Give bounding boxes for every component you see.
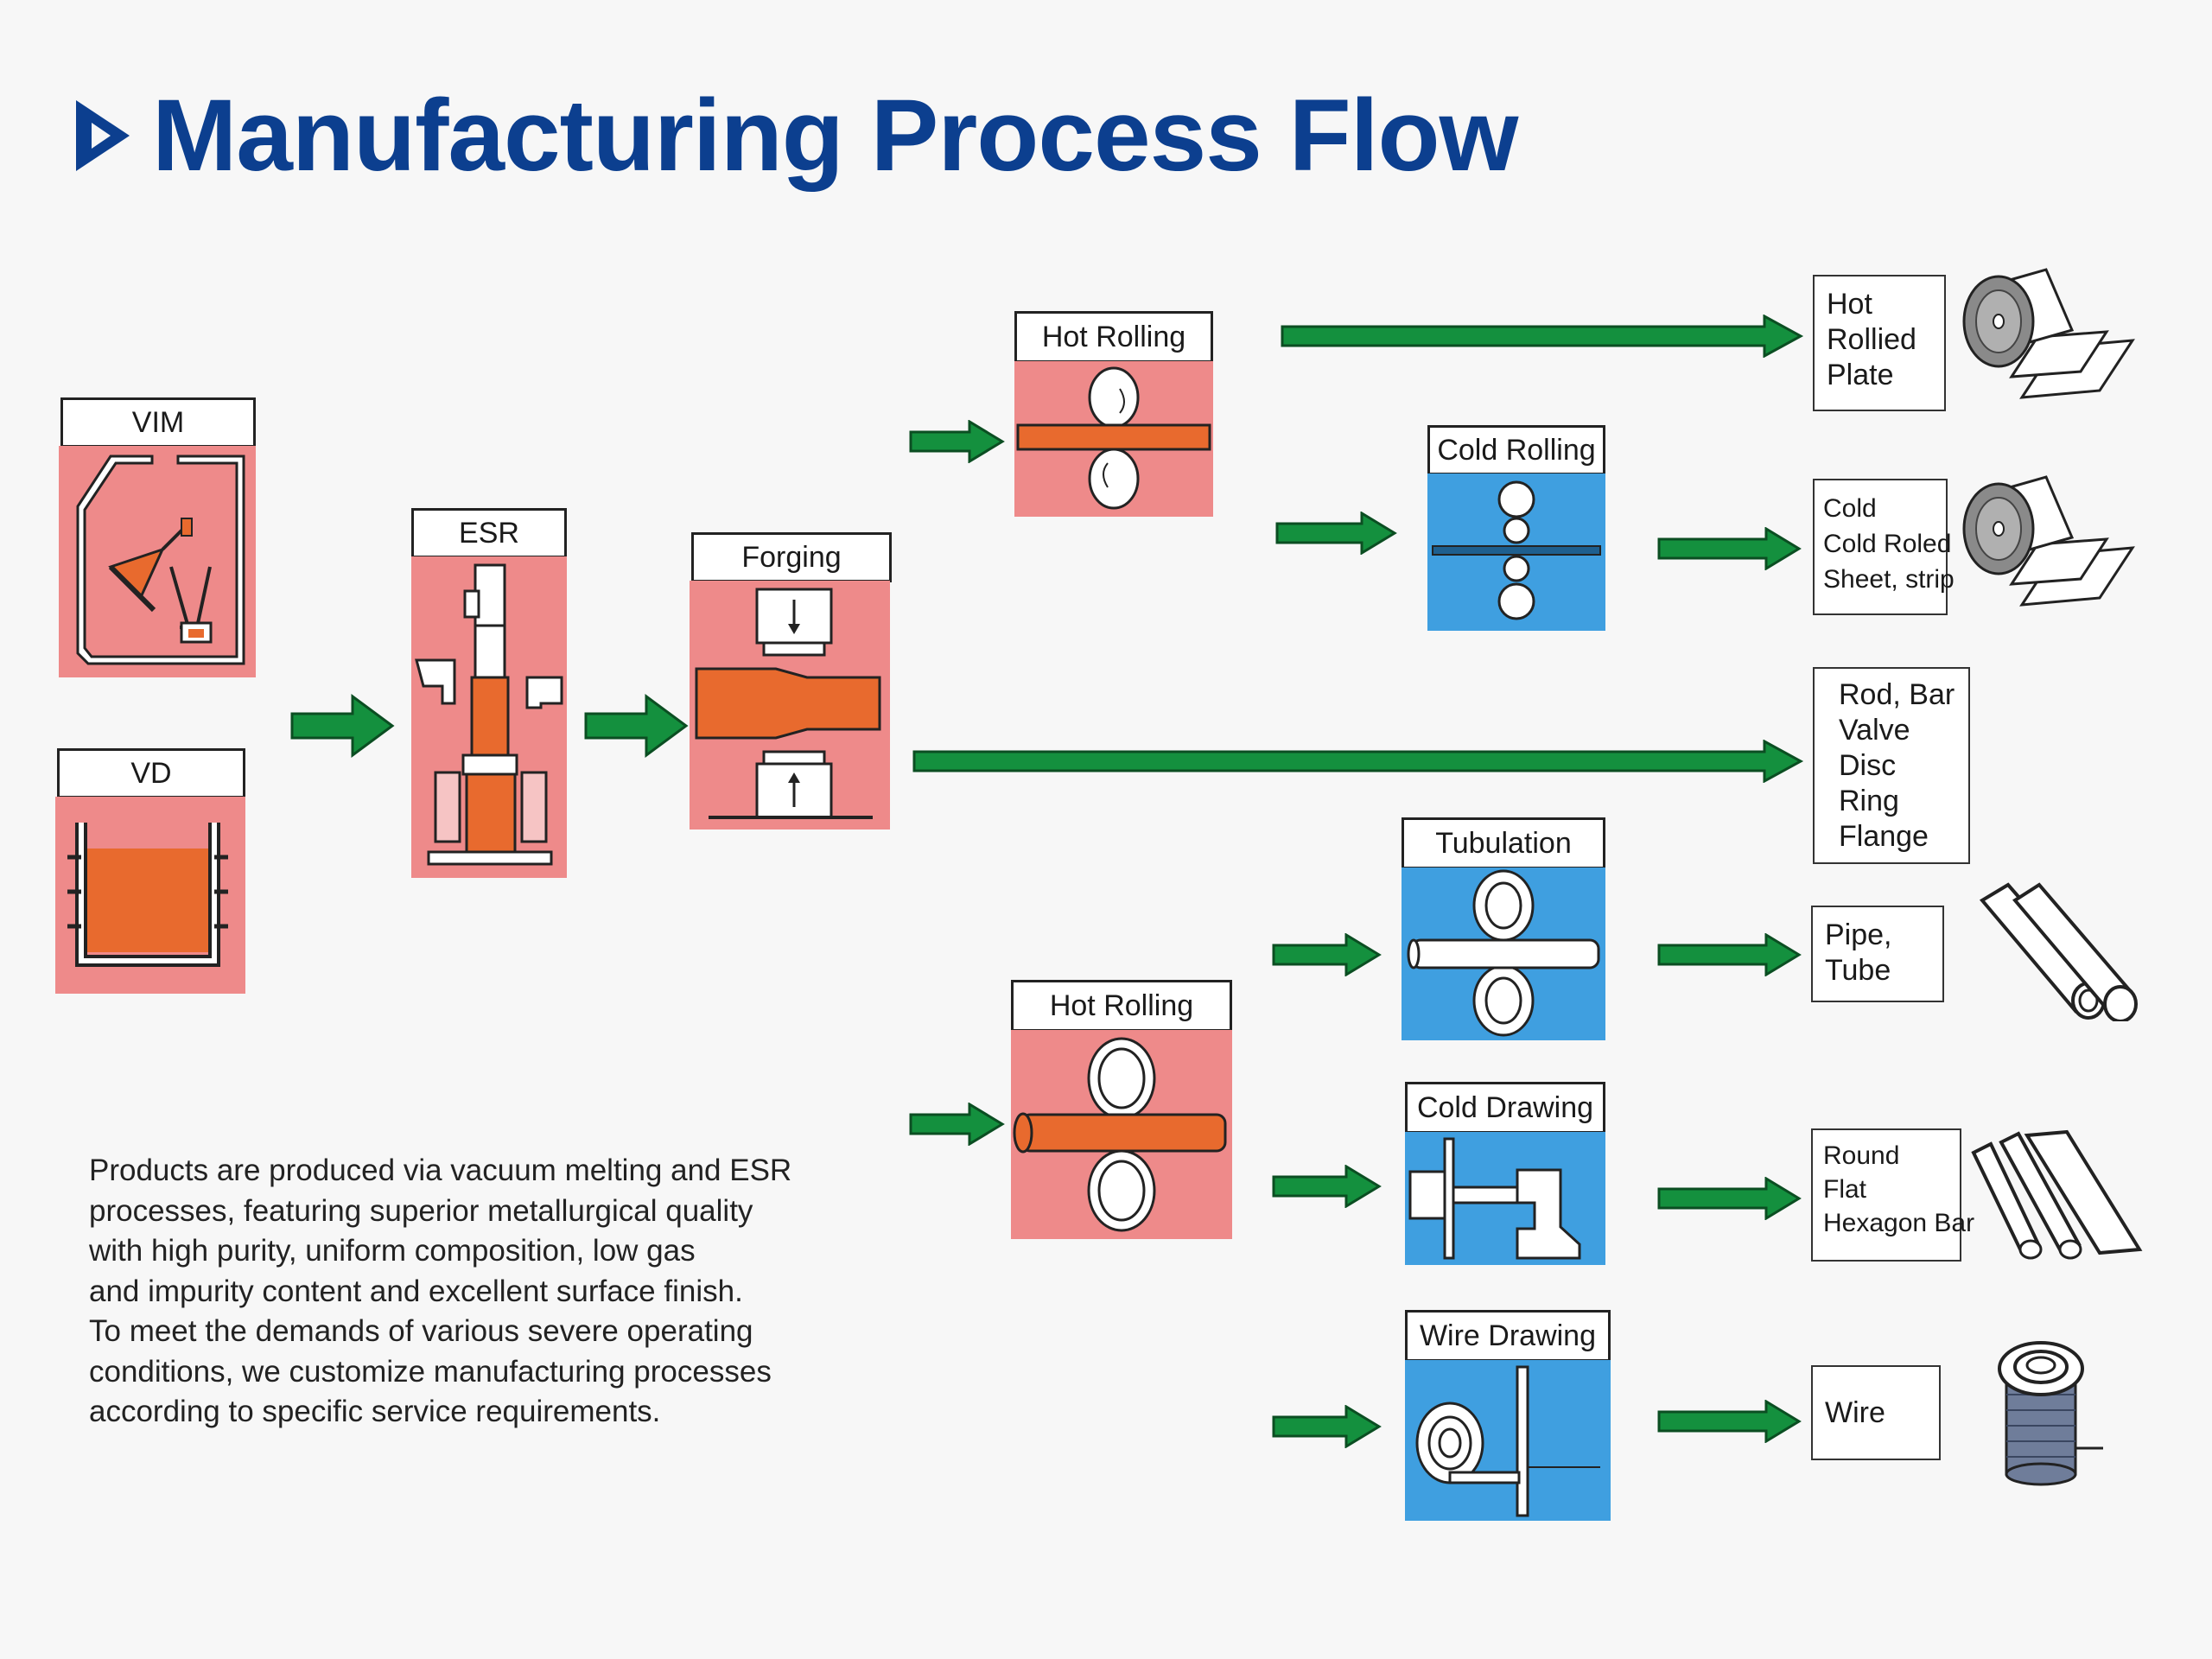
title-text: Manufacturing Process Flow [152, 79, 1518, 193]
arrow-right-icon [1657, 1400, 1802, 1443]
process-label-tubulation: Tubulation [1402, 817, 1605, 869]
description-paragraph: Products are produced via vacuum melting… [89, 1151, 884, 1433]
cold-drawing-illustration [1408, 1137, 1581, 1260]
tubulation-illustration [1407, 869, 1600, 1037]
process-label-hot-rolling-top: Hot Rolling [1014, 311, 1213, 363]
esr-panel [411, 556, 567, 878]
description-line: Products are produced via vacuum melting… [89, 1154, 792, 1187]
product-line: Rod, Bar [1839, 678, 1955, 711]
arrow-right-icon [584, 694, 689, 758]
process-label-vim: VIM [60, 397, 256, 448]
process-label-forging: Forging [691, 532, 892, 582]
process-label-vd: VD [57, 748, 245, 798]
product-line: Cold [1823, 494, 1877, 523]
product-box-rod: Rod, Bar Valve Disc Ring Flange [1813, 667, 1970, 864]
product-line: Round [1823, 1141, 1900, 1170]
product-line: Flange [1839, 820, 1929, 853]
hot-rolling-top-illustration [1016, 366, 1211, 510]
arrow-right-icon [1657, 1177, 1802, 1220]
product-line: Wire [1825, 1395, 1885, 1429]
tubulation-panel [1402, 868, 1605, 1040]
product-line: Valve [1839, 714, 1910, 747]
forging-illustration [695, 588, 881, 819]
arrow-right-icon [909, 420, 1005, 463]
product-line: Cold Roled [1823, 530, 1952, 558]
description-line: To meet the demands of various severe op… [89, 1314, 753, 1348]
arrow-right-icon [1657, 933, 1802, 976]
pipe-icon [1979, 882, 2138, 1021]
arrow-right-icon [290, 694, 395, 758]
cold-drawing-panel [1405, 1132, 1605, 1265]
product-line: Sheet, strip [1823, 565, 1955, 594]
description-line: processes, featuring superior metallurgi… [89, 1193, 753, 1228]
product-line: Plate [1827, 359, 1894, 391]
arrow-right-icon [1272, 1405, 1382, 1448]
cold-rolling-illustration [1432, 480, 1601, 620]
product-box-bar: Round Flat Hexagon Bar [1811, 1128, 1975, 1262]
vd-ladle-panel [55, 797, 245, 994]
arrow-right-icon [1275, 512, 1397, 555]
wire-drawing-illustration [1415, 1365, 1600, 1517]
arrow-right-icon [1272, 933, 1382, 976]
hot-rolling-bottom-illustration [1013, 1037, 1227, 1232]
vd-ladle-illustration [67, 823, 228, 967]
vim-furnace-illustration [76, 454, 245, 665]
product-box-plate: Hot Rollied Plate [1813, 275, 1946, 411]
arrow-right-icon [909, 1103, 1005, 1146]
description-line: and impurity content and excellent surfa… [89, 1274, 743, 1308]
product-box-wire: Wire [1811, 1365, 1941, 1460]
process-label-esr: ESR [411, 508, 567, 558]
arrow-right-icon [1657, 527, 1802, 570]
process-label-cold-drawing: Cold Drawing [1405, 1082, 1605, 1134]
product-box-sheet: Cold Cold Roled Sheet, strip [1813, 479, 1955, 615]
bar-icon [1971, 1129, 2143, 1260]
product-box-pipe: Pipe, Tube [1811, 906, 1944, 1002]
product-line: Pipe, [1825, 918, 1892, 951]
product-line: Ring [1839, 785, 1899, 817]
coil-icon [1962, 268, 2135, 399]
product-line: Hexagon Bar [1823, 1209, 1975, 1237]
arrow-right-icon [1272, 1165, 1382, 1208]
coil-icon [1962, 475, 2135, 607]
product-line: Hot [1827, 288, 1872, 321]
triangle-bullet-icon [76, 100, 130, 171]
description-line: with high purity, uniform composition, l… [89, 1234, 696, 1268]
wire-drawing-panel [1405, 1360, 1611, 1521]
product-line: Tube [1825, 954, 1891, 987]
arrow-right-icon [912, 740, 1804, 783]
description-line: conditions, we customize manufacturing p… [89, 1354, 772, 1389]
process-label-cold-rolling: Cold Rolling [1427, 425, 1605, 475]
product-line: Rollied [1827, 323, 1916, 356]
arrow-right-icon [1281, 315, 1804, 358]
page-title: Manufacturing Process Flow [73, 79, 1518, 193]
process-label-hot-rolling-bottom: Hot Rolling [1011, 980, 1232, 1032]
process-label-wire-drawing: Wire Drawing [1405, 1310, 1611, 1362]
hot-rolling-bottom-panel [1011, 1030, 1232, 1239]
cold-rolling-panel [1427, 474, 1605, 631]
description-line: according to specific service requiremen… [89, 1395, 661, 1428]
vim-furnace-panel [59, 446, 256, 677]
esr-illustration [415, 563, 563, 866]
wire-spool-icon [1998, 1341, 2103, 1486]
hot-rolling-top-panel [1014, 361, 1213, 517]
product-line: Disc [1839, 749, 1897, 782]
product-line: Flat [1823, 1175, 1867, 1204]
forging-panel [690, 581, 890, 830]
